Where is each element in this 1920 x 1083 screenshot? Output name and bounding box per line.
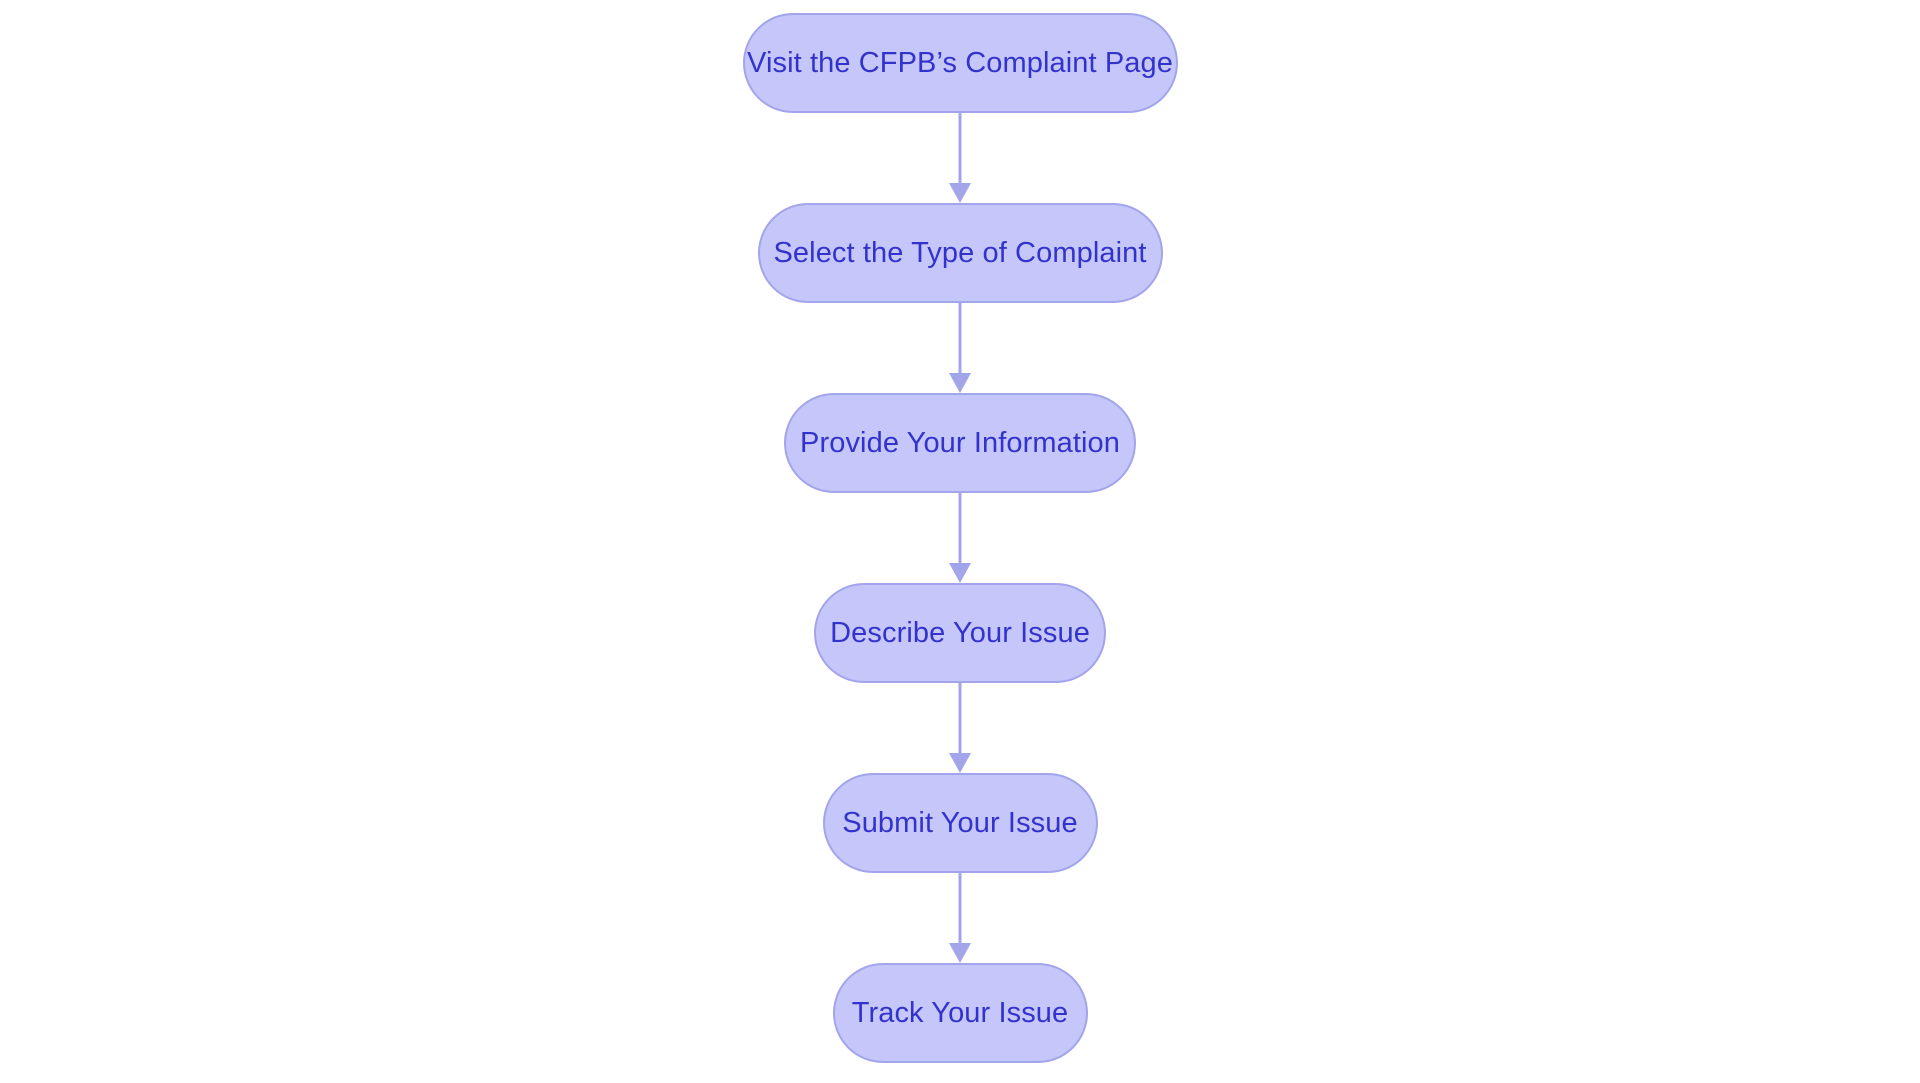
flow-edge-step-4-to-step-5 [940, 683, 980, 773]
flow-node-step-4[interactable]: Describe Your Issue [814, 583, 1106, 683]
flow-node-label-step-6: Track Your Issue [851, 996, 1069, 1029]
arrow-down-icon [949, 943, 971, 963]
edge-line [958, 873, 962, 945]
flow-node-label-step-5: Submit Your Issue [842, 806, 1078, 839]
flow-edge-step-1-to-step-2 [940, 113, 980, 203]
flow-node-step-1[interactable]: Visit the CFPB’s Complaint Page [742, 13, 1178, 113]
flow-node-step-6[interactable]: Track Your Issue [832, 963, 1088, 1063]
flow-node-step-2[interactable]: Select the Type of Complaint [757, 203, 1163, 303]
flow-edge-step-5-to-step-6 [940, 873, 980, 963]
edge-line [958, 683, 962, 755]
edge-line [958, 493, 962, 565]
flow-node-label-step-1: Visit the CFPB’s Complaint Page [747, 46, 1173, 79]
edge-line [958, 303, 962, 375]
flow-edge-step-2-to-step-3 [940, 303, 980, 393]
arrow-down-icon [949, 373, 971, 393]
flow-node-label-step-3: Provide Your Information [800, 426, 1120, 459]
arrow-down-icon [949, 563, 971, 583]
arrow-down-icon [949, 183, 971, 203]
flow-edge-step-3-to-step-4 [940, 493, 980, 583]
arrow-down-icon [949, 753, 971, 773]
flow-node-step-3[interactable]: Provide Your Information [784, 393, 1136, 493]
flow-node-label-step-2: Select the Type of Complaint [773, 236, 1147, 269]
edge-line [958, 113, 962, 185]
flow-node-step-5[interactable]: Submit Your Issue [822, 773, 1098, 873]
flow-node-label-step-4: Describe Your Issue [830, 616, 1090, 649]
